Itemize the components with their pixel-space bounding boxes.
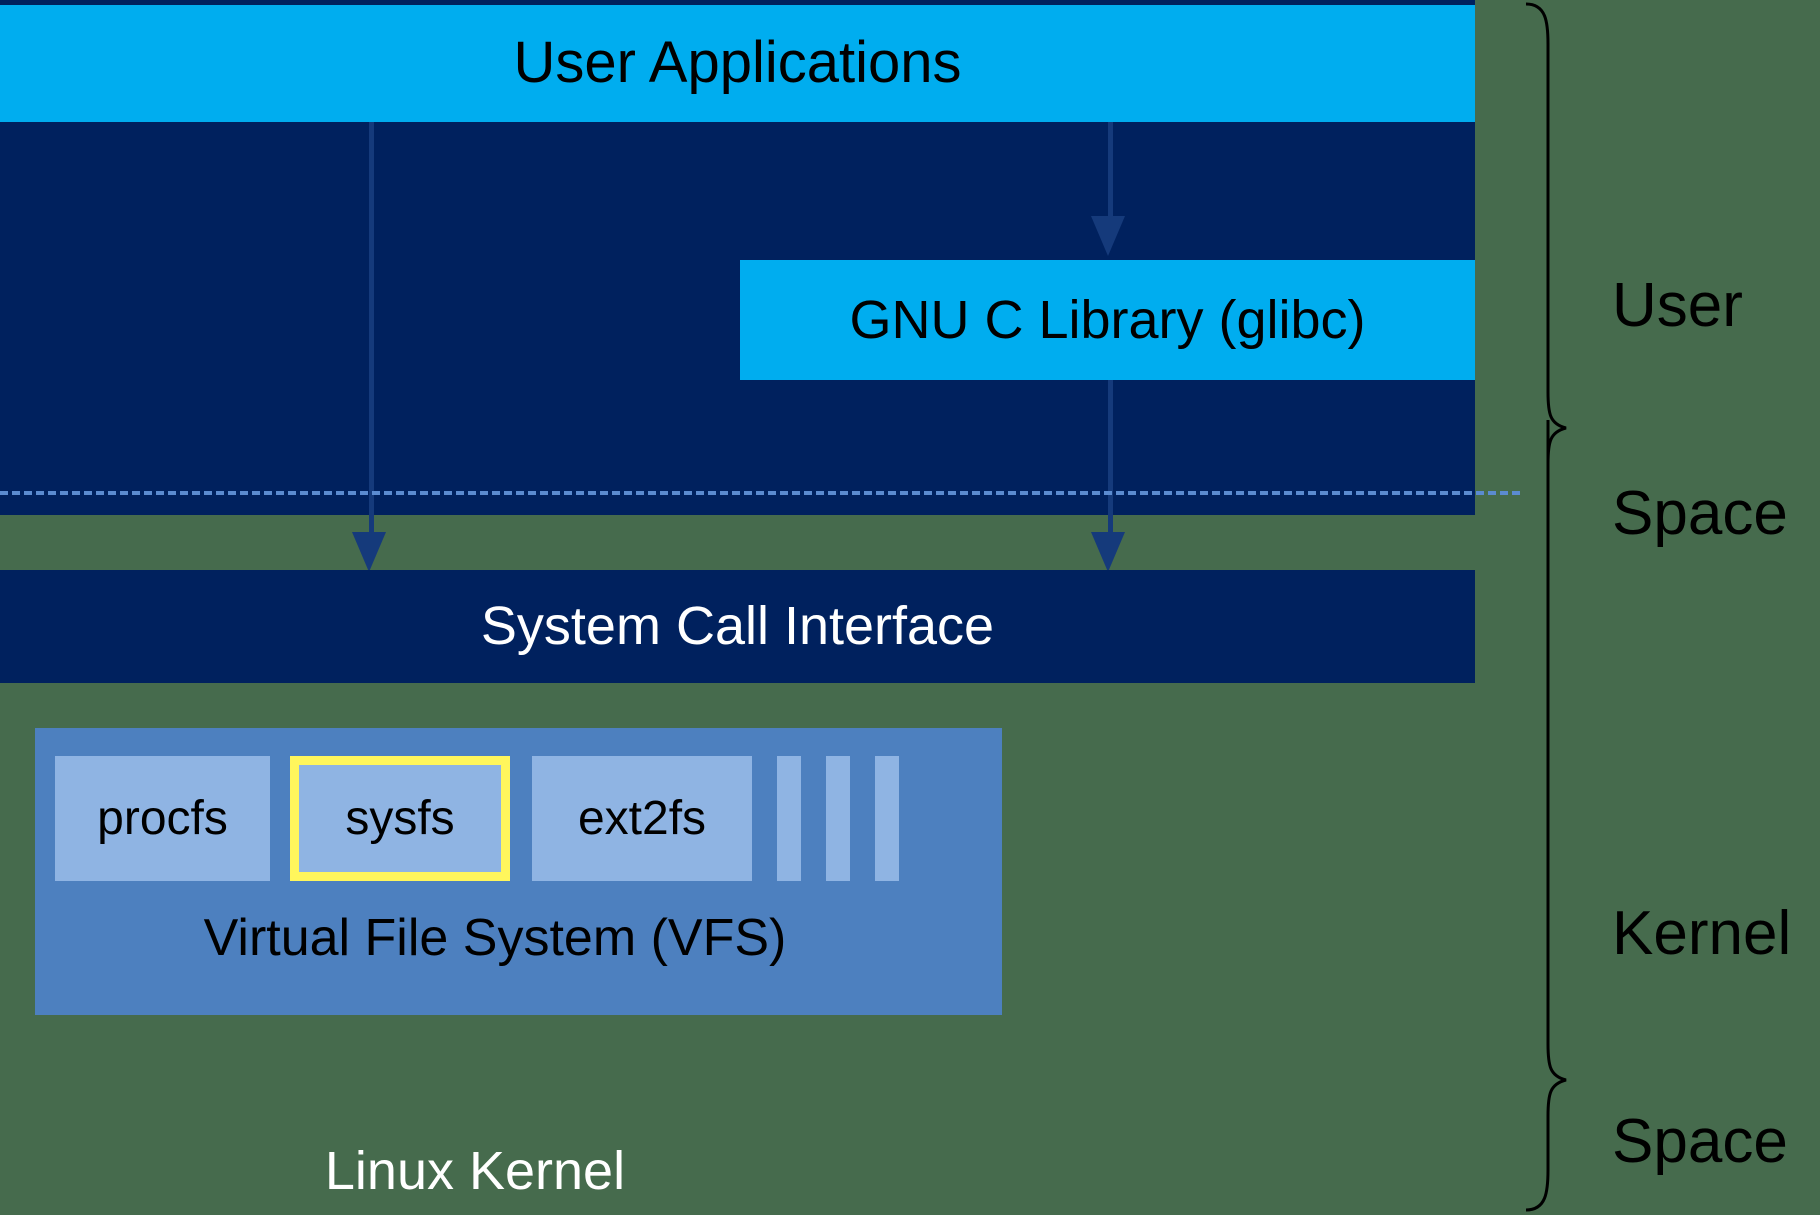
filesystem-chip-placeholder-3 [875, 756, 899, 881]
user-space-label-line2: Space [1612, 479, 1788, 549]
kernel-space-brace [1525, 420, 1567, 1212]
kernel-space-label-line2: Space [1612, 1107, 1788, 1177]
filesystem-chip-placeholder-2 [826, 756, 850, 881]
user-kernel-boundary-divider [0, 491, 1520, 495]
filesystem-chip-placeholder-1 [777, 756, 801, 881]
filesystem-chip-procfs: procfs [55, 756, 270, 881]
vfs-box: procfs sysfs ext2fs Virtual File System … [35, 728, 1002, 1015]
arrow-apps-to-syscall-line [369, 122, 374, 542]
vfs-label: Virtual File System (VFS) [203, 909, 787, 967]
kernel-space-label-line1: Kernel [1612, 898, 1792, 968]
filesystem-chip-sysfs: sysfs [290, 756, 510, 881]
space-braces [1525, 2, 1567, 1212]
arrow-glibc-to-syscall-line [1108, 380, 1113, 542]
arrow-glibc-to-syscall-head [1091, 532, 1125, 572]
filesystem-chip-ext2fs: ext2fs [532, 756, 752, 881]
arrow-apps-to-glibc-line [1108, 122, 1113, 222]
glibc-box: GNU C Library (glibc) [740, 260, 1475, 380]
arrow-apps-to-syscall-head [352, 532, 386, 572]
user-space-brace [1525, 2, 1567, 812]
arrow-apps-to-glibc-head [1091, 216, 1125, 256]
linux-kernel-label: Linux Kernel [324, 1141, 626, 1201]
kernel-space-label: Kernel Space [1612, 760, 1791, 1215]
user-space-label-line1: User [1612, 270, 1743, 340]
system-call-interface-box: System Call Interface [0, 570, 1475, 683]
user-space-label: User Space [1612, 132, 1788, 688]
user-applications-box: User Applications [0, 5, 1475, 122]
